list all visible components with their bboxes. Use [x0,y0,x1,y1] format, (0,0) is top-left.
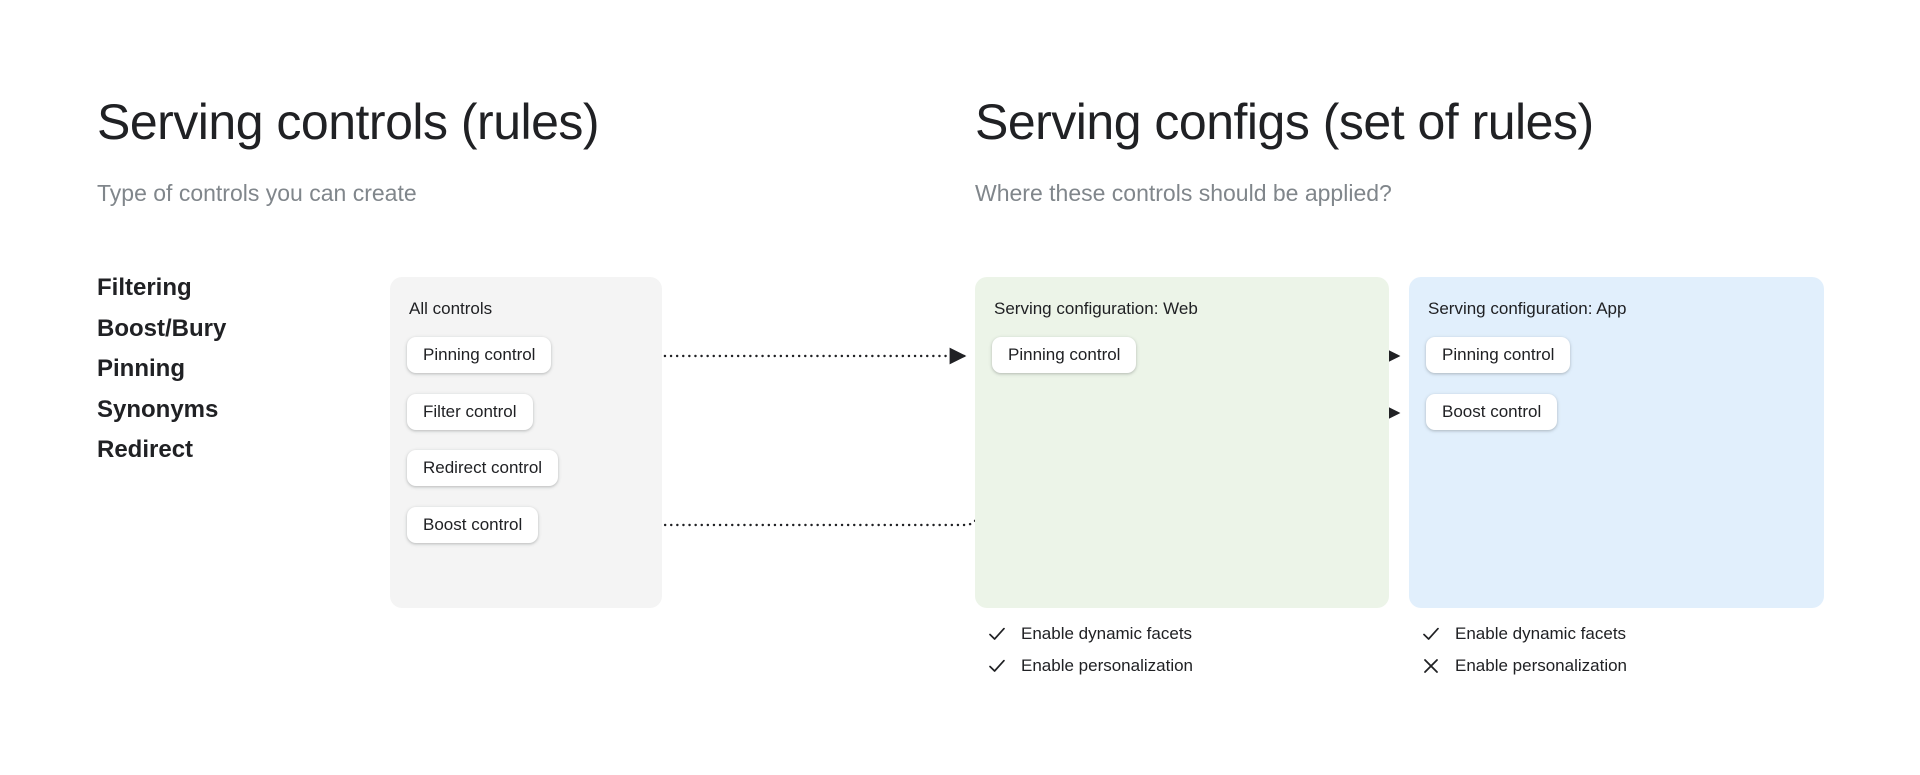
chip-all-controls-boost-control[interactable]: Boost control [407,507,539,543]
control-types-list: Filtering Boost/Bury Pinning Synonyms Re… [97,268,226,471]
right-column-subtitle: Where these controls should be applied? [975,180,1392,206]
panel-all-controls: All controls [390,277,662,608]
feature-label-web-dynamic-facets: Enable dynamic facets [1021,624,1193,643]
panel-serving-configuration-app-title: Serving configuration: App [1428,299,1627,318]
left-column-title: Serving controls (rules) [97,94,600,150]
panel-serving-configuration-web-title: Serving configuration: Web [994,299,1198,318]
panel-serving-configuration-web: Serving configuration: Web [975,277,1389,608]
check-icon [1420,623,1442,645]
feature-row-app-personalization: Enable personalization [1420,650,1627,682]
feature-label-app-dynamic-facets: Enable dynamic facets [1455,624,1627,643]
feature-row-web-personalization: Enable personalization [986,650,1193,682]
feature-label-web-personalization: Enable personalization [1021,656,1194,675]
control-type-filtering: Filtering [97,274,192,301]
feature-list-app: Enable dynamic facets Enable personaliza… [1420,618,1627,682]
panel-all-controls-title: All controls [409,299,493,318]
right-column-title: Serving configs (set of rules) [975,94,1594,150]
panel-serving-configuration-app: Serving configuration: App [1409,277,1824,608]
feature-row-app-dynamic-facets: Enable dynamic facets [1420,618,1627,650]
chip-all-controls-redirect-control[interactable]: Redirect control [407,450,559,486]
chip-all-controls-pinning-control[interactable]: Pinning control [407,337,552,373]
left-column-subtitle: Type of controls you can create [97,180,417,206]
control-type-boost-bury: Boost/Bury [97,314,227,342]
check-icon [986,623,1008,645]
control-type-synonyms: Synonyms [97,395,219,423]
check-icon [986,655,1008,677]
chip-web-config-pinning-control[interactable]: Pinning control [992,337,1137,373]
chip-all-controls-filter-control[interactable]: Filter control [407,394,533,430]
chip-app-config-pinning-control[interactable]: Pinning control [1426,337,1571,373]
control-type-pinning: Pinning [97,355,185,382]
cross-icon [1420,655,1442,677]
control-type-redirect: Redirect [97,436,194,463]
feature-label-app-personalization: Enable personalization [1455,656,1628,675]
feature-list-web: Enable dynamic facets Enable personaliza… [986,618,1193,682]
feature-row-web-dynamic-facets: Enable dynamic facets [986,618,1193,650]
chip-app-config-boost-control[interactable]: Boost control [1426,394,1558,430]
